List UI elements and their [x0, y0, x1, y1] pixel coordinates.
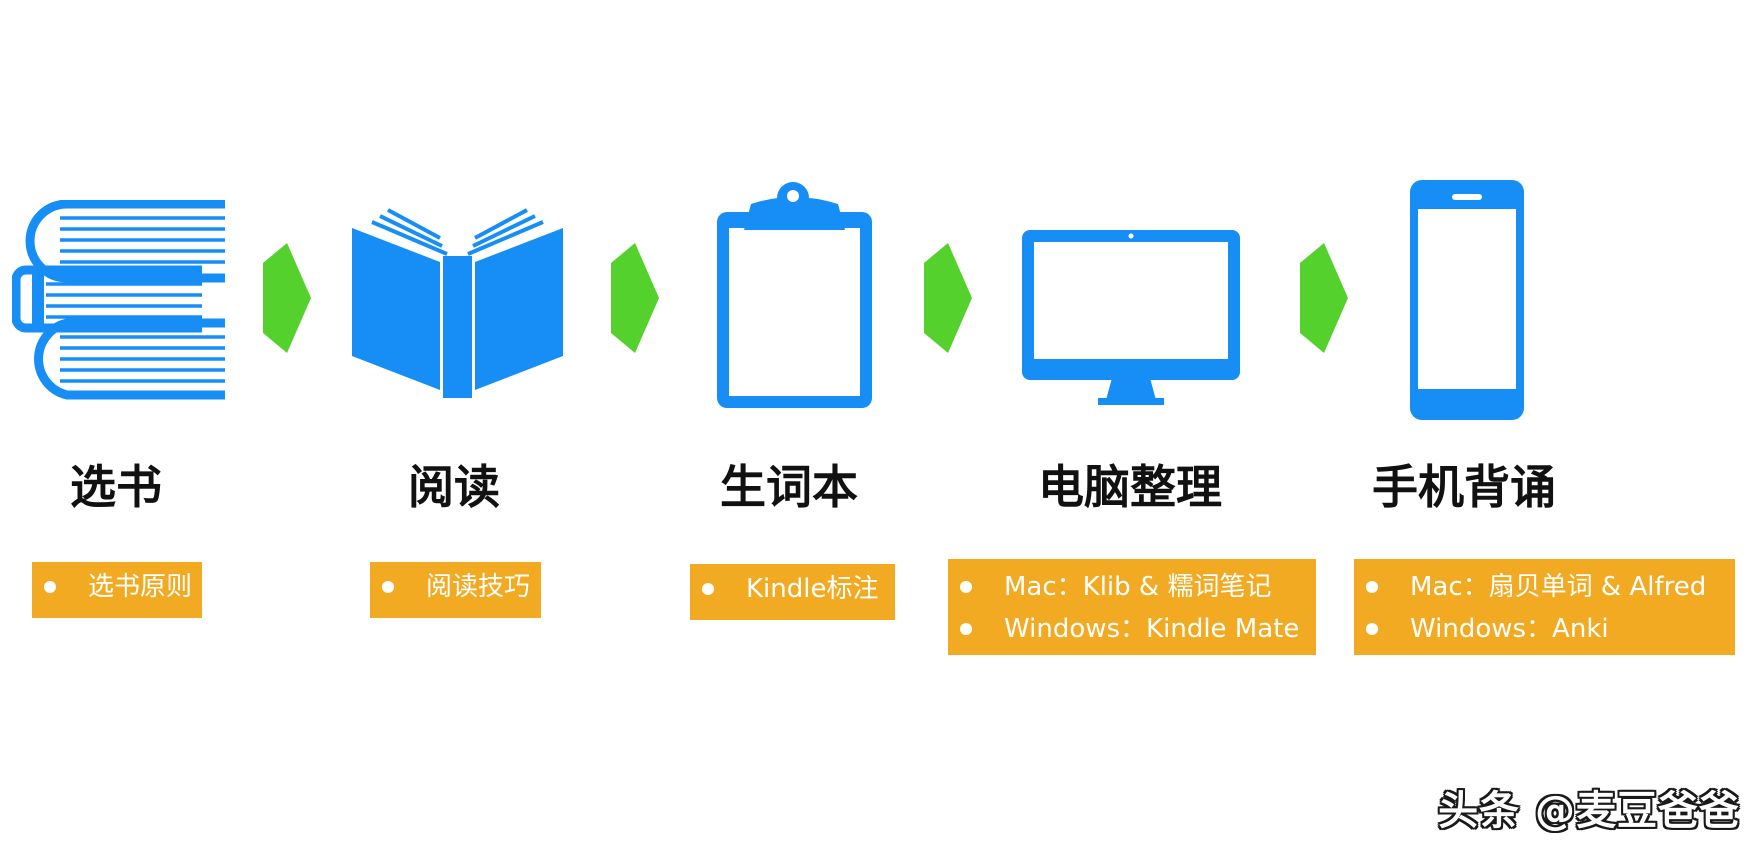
bullet-dot	[1366, 623, 1378, 635]
step-title-4: 电脑整理	[1038, 460, 1222, 514]
bullet-dot	[960, 623, 972, 635]
watermark: 头条 @麦豆爸爸	[1438, 788, 1740, 834]
right-arrow-icon	[263, 243, 311, 353]
note-text: Windows：Anki	[1410, 614, 1609, 644]
step-note-box-5: Mac：扇贝单词 & Alfred Windows：Anki	[1354, 559, 1735, 655]
bullet-dot	[1366, 581, 1378, 593]
open-book-icon	[350, 200, 565, 400]
list-item: Mac：扇贝单词 & Alfred	[1354, 568, 1735, 610]
step-title-2: 阅读	[408, 460, 500, 514]
note-text: Kindle标注	[746, 574, 879, 604]
list-item: 选书原则	[32, 566, 202, 612]
clipboard-icon	[713, 182, 876, 414]
right-arrow-icon	[1300, 243, 1348, 353]
list-item: Windows：Kindle Mate	[948, 610, 1316, 652]
bullet-dot	[382, 581, 394, 593]
right-arrow-icon	[924, 243, 972, 353]
desktop-monitor-icon	[1020, 228, 1242, 408]
smartphone-icon	[1408, 178, 1526, 422]
step-note-box-3: Kindle标注	[690, 564, 895, 620]
list-item: Mac：Klib & 糯词笔记	[948, 568, 1316, 610]
step-title-1: 选书	[70, 460, 162, 514]
note-text: Windows：Kindle Mate	[1004, 614, 1300, 644]
bullet-dot	[44, 581, 56, 593]
step-note-box-1: 选书原则	[32, 562, 202, 618]
list-item: Kindle标注	[690, 568, 895, 614]
step-title-3: 生词本	[720, 460, 858, 514]
right-arrow-icon	[611, 243, 659, 353]
note-text: Mac：扇贝单词 & Alfred	[1410, 572, 1707, 602]
step-note-box-4: Mac：Klib & 糯词笔记 Windows：Kindle Mate	[948, 559, 1316, 655]
stacked-books-icon	[12, 200, 227, 400]
step-title-5: 手机背诵	[1372, 460, 1556, 514]
list-item: 阅读技巧	[370, 566, 541, 612]
note-text: 选书原则	[88, 572, 193, 602]
step-note-box-2: 阅读技巧	[370, 562, 541, 618]
note-text: Mac：Klib & 糯词笔记	[1004, 572, 1272, 602]
note-text: 阅读技巧	[426, 572, 531, 602]
bullet-dot	[702, 583, 714, 595]
list-item: Windows：Anki	[1354, 610, 1735, 652]
bullet-dot	[960, 581, 972, 593]
